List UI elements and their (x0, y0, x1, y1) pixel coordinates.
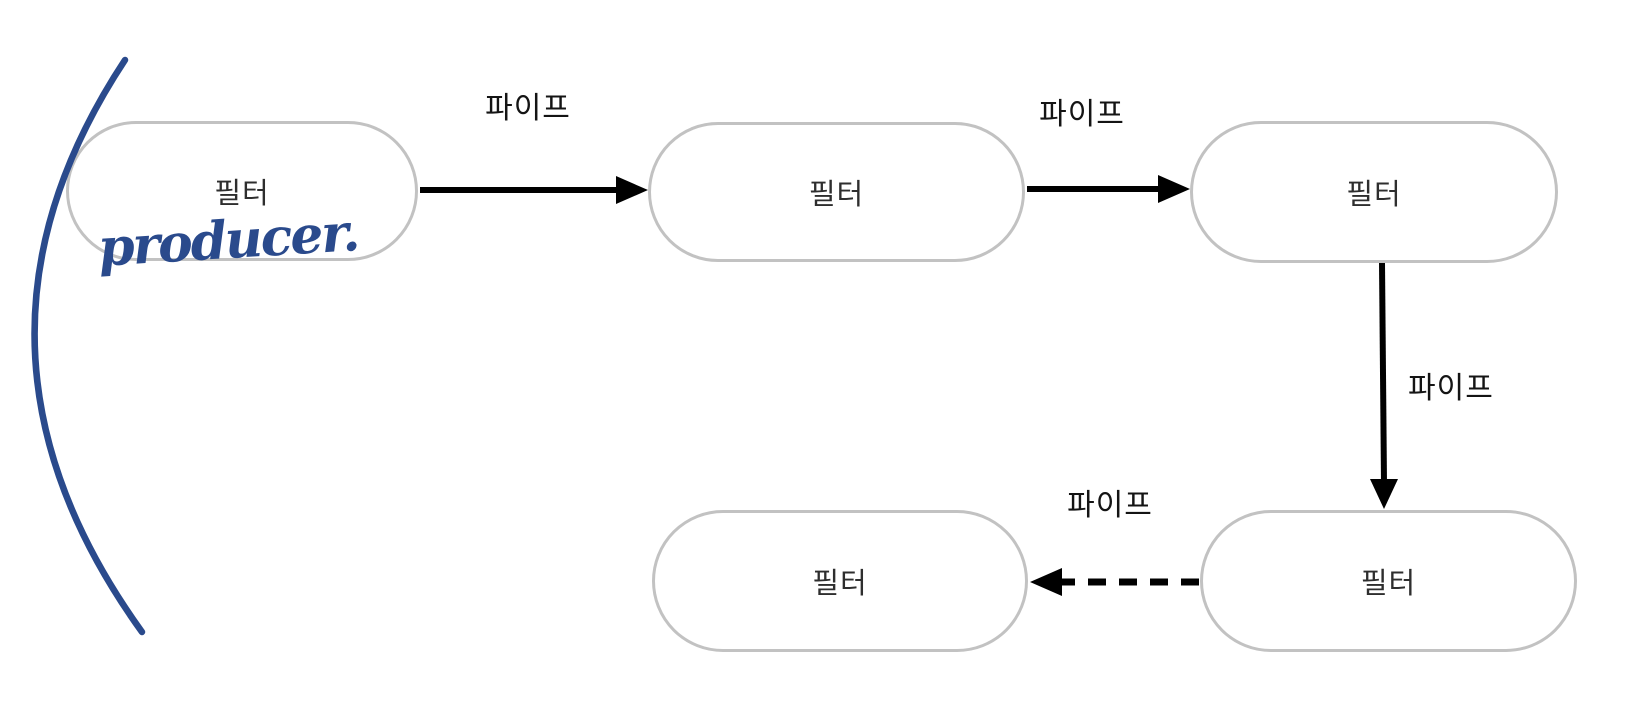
pipe-arrow-2 (1027, 175, 1190, 203)
pipe-label-3: 파이프 (1408, 372, 1494, 405)
pipe-label-4: 파이프 (1067, 489, 1153, 522)
pipe-arrow-1 (420, 176, 648, 204)
node-filter-5-label: 필터 (812, 568, 868, 600)
pipe-label-1: 파이프 (485, 92, 571, 125)
node-filter-2-label: 필터 (808, 179, 865, 211)
pipe-arrow-3 (1370, 262, 1398, 509)
pipe-label-2: 파이프 (1039, 98, 1125, 131)
pipe-arrow-4-dashed (1030, 568, 1199, 596)
node-filter-4: 필터 (1200, 510, 1577, 652)
node-filter-3-label: 필터 (1346, 179, 1402, 211)
node-filter-5: 필터 (652, 510, 1028, 652)
node-filter-2: 필터 (648, 122, 1025, 262)
node-filter-4-label: 필터 (1360, 568, 1417, 600)
node-filter-1-label: 필터 (214, 178, 270, 210)
node-filter-3: 필터 (1190, 121, 1558, 263)
